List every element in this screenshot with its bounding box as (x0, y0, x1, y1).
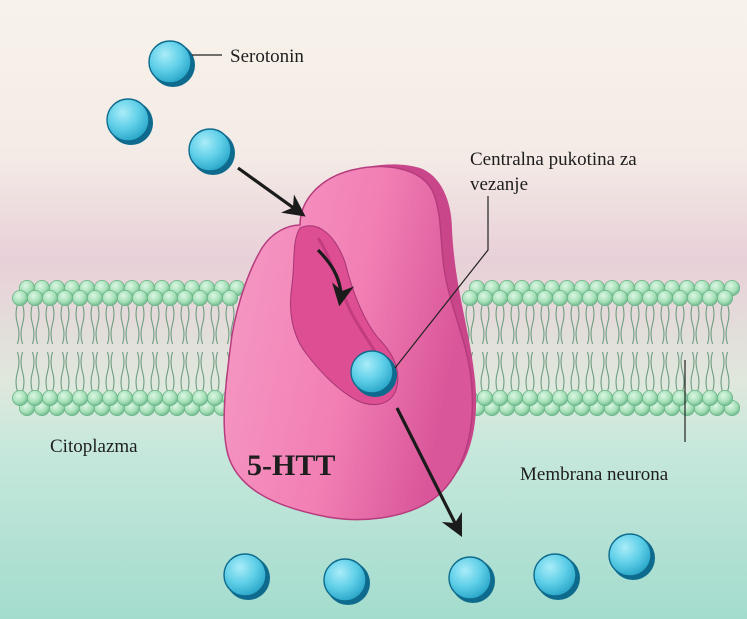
lipid-head (597, 290, 612, 305)
lipid-head (177, 390, 192, 405)
lipid-head (717, 290, 732, 305)
lipid-head (192, 390, 207, 405)
lipid-head (642, 390, 657, 405)
lipid-head (57, 290, 72, 305)
lipid-head (627, 390, 642, 405)
lipid-head (222, 290, 237, 305)
lipid-head (582, 390, 597, 405)
serotonin-label: Serotonin (230, 46, 304, 67)
lipid-head (507, 390, 522, 405)
lipid-head (102, 390, 117, 405)
lipid-head (702, 290, 717, 305)
serotonin-molecule-body (107, 99, 149, 141)
lipid-head (132, 290, 147, 305)
lipid-head (132, 390, 147, 405)
lipid-head (27, 290, 42, 305)
lipid-head (42, 290, 57, 305)
lipid-head (162, 390, 177, 405)
lipid-head (657, 290, 672, 305)
lipid-head (717, 390, 732, 405)
serotonin-molecule-body (224, 554, 266, 596)
serotonin-molecule-body (189, 129, 231, 171)
lipid-head (657, 390, 672, 405)
lipid-head (147, 390, 162, 405)
serotonin-molecule-body (351, 351, 393, 393)
lipid-head (102, 290, 117, 305)
serotonin-molecule-body (324, 559, 366, 601)
lipid-head (672, 290, 687, 305)
serotonin-molecule-body (449, 557, 491, 599)
binding-site-label-line1: Centralna pukotina za (470, 149, 637, 170)
cytoplasm-label: Citoplazma (50, 436, 138, 457)
lipid-head (12, 290, 27, 305)
lipid-head (567, 290, 582, 305)
lipid-head (492, 290, 507, 305)
lipid-head (117, 290, 132, 305)
lipid-head (537, 290, 552, 305)
lipid-head (522, 390, 537, 405)
serotonin-molecule-body (609, 534, 651, 576)
lipid-head (162, 290, 177, 305)
lipid-head (147, 290, 162, 305)
lipid-head (72, 290, 87, 305)
lipid-head (42, 390, 57, 405)
lipid-head (477, 390, 492, 405)
lipid-head (507, 290, 522, 305)
lipid-head (627, 290, 642, 305)
lipid-head (642, 290, 657, 305)
lipid-head (687, 390, 702, 405)
lipid-head (87, 390, 102, 405)
lipid-head (207, 290, 222, 305)
lipid-head (477, 290, 492, 305)
lipid-head (567, 390, 582, 405)
lipid-head (27, 390, 42, 405)
lipid-head (702, 390, 717, 405)
lipid-head (87, 290, 102, 305)
lipid-head (552, 290, 567, 305)
lipid-head (522, 290, 537, 305)
lipid-head (582, 290, 597, 305)
serotonin-molecule-body (149, 41, 191, 83)
lipid-head (462, 290, 477, 305)
lipid-head (57, 390, 72, 405)
lipid-head (207, 390, 222, 405)
membrane-label: Membrana neurona (520, 464, 669, 485)
serotonin-molecule-body (534, 554, 576, 596)
lipid-head (612, 290, 627, 305)
binding-site-label-line2: vezanje (470, 174, 528, 195)
lipid-head (492, 390, 507, 405)
lipid-head (612, 390, 627, 405)
transporter-label: 5-HTT (247, 449, 335, 482)
lipid-head (537, 390, 552, 405)
lipid-head (117, 390, 132, 405)
lipid-head (177, 290, 192, 305)
lipid-head (72, 390, 87, 405)
lipid-head (687, 290, 702, 305)
lipid-head (192, 290, 207, 305)
lipid-head (552, 390, 567, 405)
lipid-head (597, 390, 612, 405)
lipid-head (12, 390, 27, 405)
